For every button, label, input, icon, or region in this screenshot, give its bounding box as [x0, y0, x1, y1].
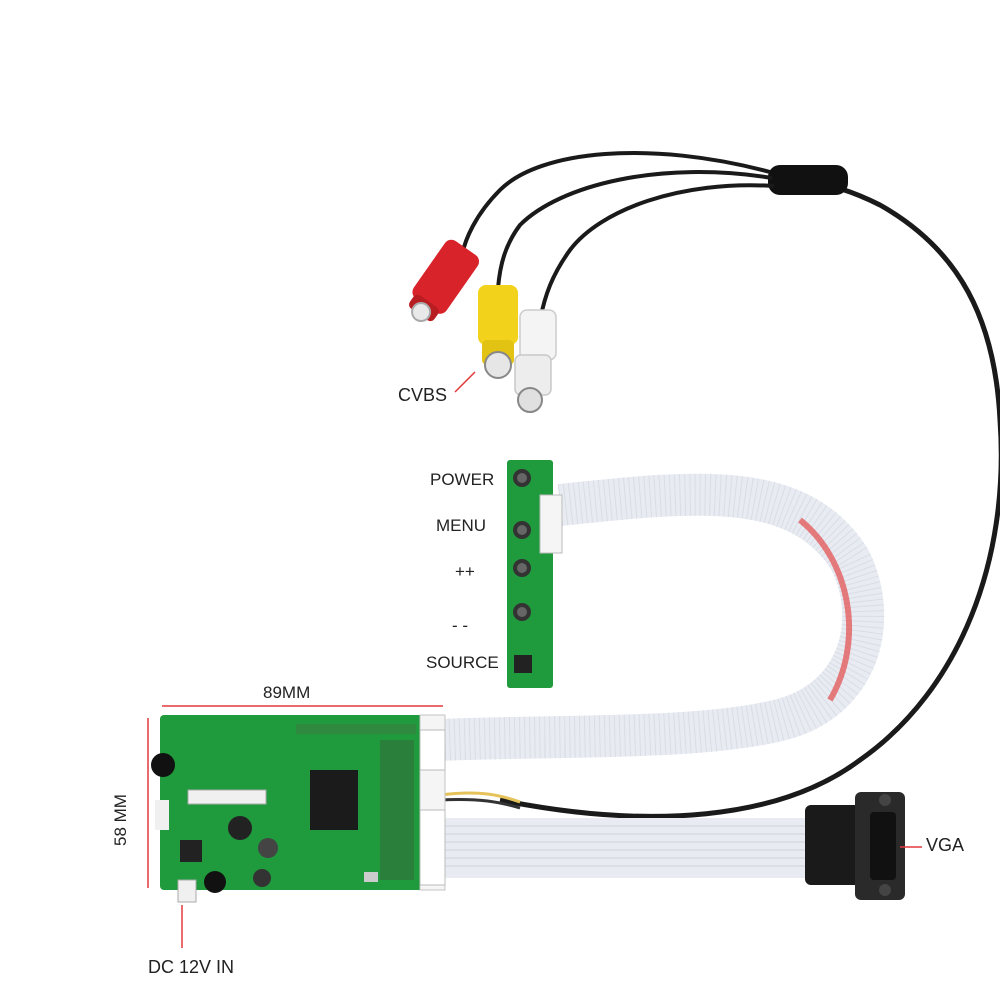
- rca-white-connector: [514, 309, 557, 413]
- height-label: 58 MM: [111, 794, 130, 846]
- black-cable: [499, 179, 1000, 819]
- main-board: [151, 714, 446, 903]
- branch-cable-white: [538, 183, 775, 321]
- minus-label: - -: [452, 616, 469, 635]
- vga-label: VGA: [926, 835, 965, 855]
- ribbon-cable-keypad: [439, 473, 885, 761]
- rca-red-connector: [409, 239, 480, 323]
- ribbon-cable-vga: [440, 818, 810, 878]
- menu-label: MENU: [436, 516, 487, 535]
- keypad-board: [507, 460, 563, 688]
- cvbs-pointer: [454, 371, 476, 393]
- branch-cable-yellow: [496, 170, 773, 289]
- width-label: 89MM: [263, 683, 311, 702]
- cable-splitter: [768, 165, 848, 195]
- cvbs-label: CVBS: [398, 385, 448, 405]
- dc-input-label: DC 12V IN: [148, 957, 235, 977]
- plus-label: ++: [455, 562, 475, 581]
- vga-connector: [805, 792, 905, 900]
- source-label: SOURCE: [426, 653, 499, 672]
- rca-yellow-connector: [478, 285, 518, 379]
- branch-cable-red: [460, 151, 771, 256]
- power-label: POWER: [430, 470, 495, 489]
